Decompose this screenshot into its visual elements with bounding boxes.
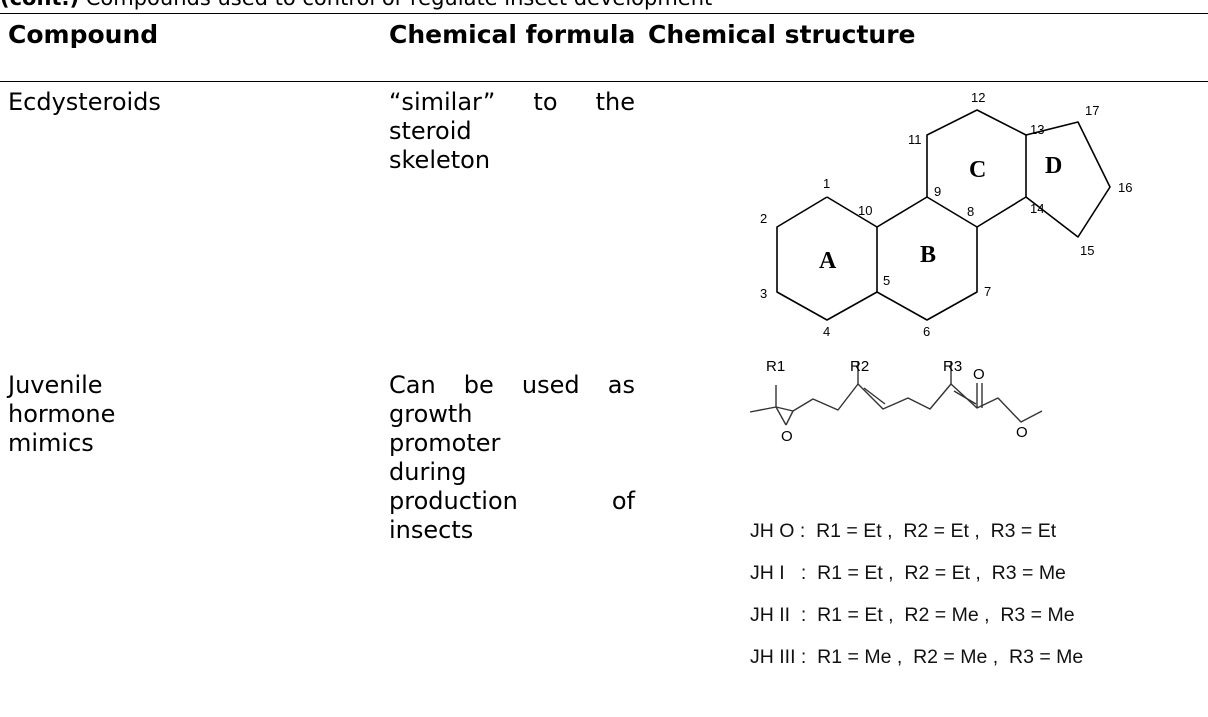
atom-number: 7 [984,284,991,299]
substituent-r3: R3 [943,358,962,375]
ring-label-c: C [969,157,986,183]
substituent-r2: R2 [850,358,869,375]
ester-oxygen: O [1016,424,1028,441]
table-top-rule [0,13,1208,14]
atom-number: 17 [1085,103,1099,118]
atom-number: 1 [823,176,830,191]
compound-line: Juvenile hormone [8,371,331,429]
row-jh-mimics-formula: Can be used as growth promoter during pr… [389,371,635,545]
jh-variant: JH II : R1 = Et , R2 = Me , R3 = Me [750,604,1075,626]
juvenile-hormone-structure: R1 R2 R3 O O O [749,358,1043,445]
epoxide-oxygen: O [781,428,793,445]
compound-word: Juvenile hormone [8,371,116,428]
carbonyl-oxygen: O [973,366,985,383]
formula-line: Can be used as growth [389,371,635,428]
table-header-rule [0,81,1208,82]
jh-variant: JH O : R1 = Et , R2 = Et , R3 = Et [750,520,1057,542]
substituent-r1: R1 [766,358,785,375]
atom-number: 13 [1030,122,1044,137]
atom-number: 5 [883,273,890,288]
ring-label-d: D [1045,153,1062,179]
compound-line: mimics [8,429,94,457]
row-ecdysteroids-formula: “similar” to the steroid skeleton [389,88,635,175]
row-ecdysteroids-compound: Ecdysteroids [8,88,348,117]
caption-prefix: (cont.) [0,0,79,10]
header-chemical-structure: Chemical structure [648,20,916,49]
atom-number: 11 [908,132,922,147]
formula-line: promoter during [389,429,501,486]
atom-number: 14 [1030,201,1044,216]
atom-number: 15 [1080,243,1094,258]
ring-d-bonds [1025,121,1111,238]
formula-line: production of insects [389,487,635,544]
caption-text: Compounds used to control or regulate in… [86,0,713,10]
header-compound: Compound [8,20,159,49]
formula-line: skeleton [389,146,491,174]
ring-b-bonds [876,196,978,321]
table-caption: (cont.) Compounds used to control or reg… [0,0,1208,10]
ring-c-bonds [926,109,1027,228]
atom-number: 4 [823,324,830,339]
atom-number: 2 [760,211,767,226]
atom-number: 12 [971,90,985,105]
atom-number: 10 [858,203,872,218]
atom-number: 3 [760,286,767,301]
ring-label-b: B [920,242,936,268]
steroid-skeleton-structure: A B C D 1 2 3 4 5 6 7 8 9 10 11 12 13 14… [760,90,1132,339]
jh-variant: JH I : R1 = Et , R2 = Et , R3 = Me [750,562,1066,584]
atom-number: 8 [967,204,974,219]
atom-number: 6 [923,324,930,339]
atom-number: 16 [1118,180,1132,195]
atom-number: 9 [934,184,941,199]
row-jh-mimics-compound: Juvenile hormone mimics [8,371,331,458]
header-chemical-formula: Chemical formula [389,20,636,49]
compound-line: Ecdysteroids [8,88,161,116]
formula-line: “similar” to the steroid [389,88,635,145]
ring-label-a: A [819,248,837,274]
jh-variant: JH III : R1 = Me , R2 = Me , R3 = Me [750,646,1084,668]
